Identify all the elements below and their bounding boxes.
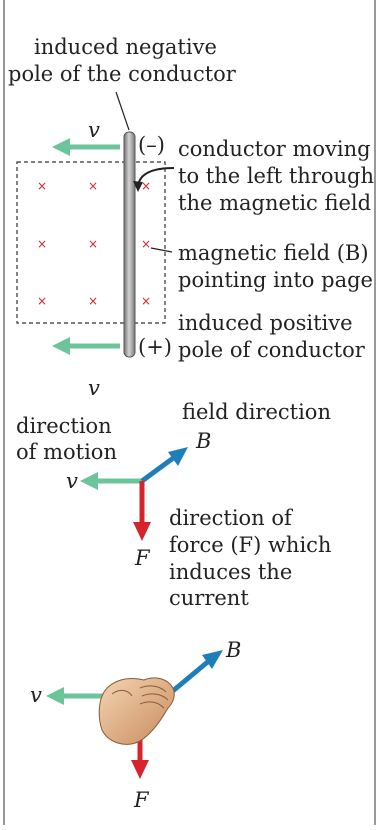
force-label-line2: force (F) which (169, 533, 331, 557)
field-arrow-middle (140, 447, 188, 484)
field-label-line1: magnetic field (B) (178, 241, 369, 265)
f-label-bottom: F (133, 788, 150, 812)
field-marker: × (37, 237, 47, 251)
field-marker: × (37, 179, 47, 193)
positive-pole-label-line2: pole of conductor (178, 338, 366, 362)
v-label-middle: v (66, 469, 78, 493)
force-label-line4: current (169, 586, 249, 610)
field-marker: × (88, 237, 98, 251)
conductor-leader-arrowhead (133, 181, 143, 192)
f-label-middle: F (134, 546, 151, 570)
field-marker: × (88, 294, 98, 308)
field-marker: × (141, 294, 151, 308)
force-arrow-middle (133, 481, 151, 541)
field-label-line2: pointing into page (178, 268, 373, 292)
force-label-line1: direction of (169, 506, 294, 530)
field-leader (150, 247, 173, 253)
b-label-bottom: B (225, 638, 241, 662)
b-label-middle: B (195, 429, 211, 453)
velocity-label-bottom: v (88, 376, 100, 400)
velocity-label-top: v (88, 118, 100, 142)
conductor-rod (123, 131, 136, 358)
negative-pole-sign: (–) (138, 133, 165, 157)
velocity-arrow-top (52, 138, 120, 156)
force-label-line3: induces the (169, 560, 292, 584)
magnetic-field-region (16, 161, 166, 324)
motion-label-line2: of motion (16, 440, 117, 464)
field-direction-label: field direction (182, 400, 331, 424)
negative-pole-label-line2: pole of the conductor (8, 62, 237, 86)
positive-pole-label-line1: induced positive (178, 311, 353, 335)
conductor-label-line2: to the left through (178, 164, 374, 188)
velocity-arrow-bottom (52, 337, 120, 355)
field-marker: × (141, 179, 151, 193)
conductor-label-line3: the magnetic field (178, 191, 371, 215)
field-marker: × (141, 237, 151, 251)
negative-pole-leader (115, 91, 130, 131)
right-hand-icon (98, 677, 175, 745)
conductor-label-line1: conductor moving (178, 137, 371, 161)
v-label-bottom: v (30, 683, 42, 707)
positive-pole-sign: (+) (138, 335, 172, 359)
field-marker: × (88, 179, 98, 193)
negative-pole-label-line1: induced negative (34, 35, 217, 59)
motion-label-line1: direction (16, 414, 112, 438)
velocity-arrow-middle (80, 472, 142, 490)
field-marker: × (37, 294, 47, 308)
